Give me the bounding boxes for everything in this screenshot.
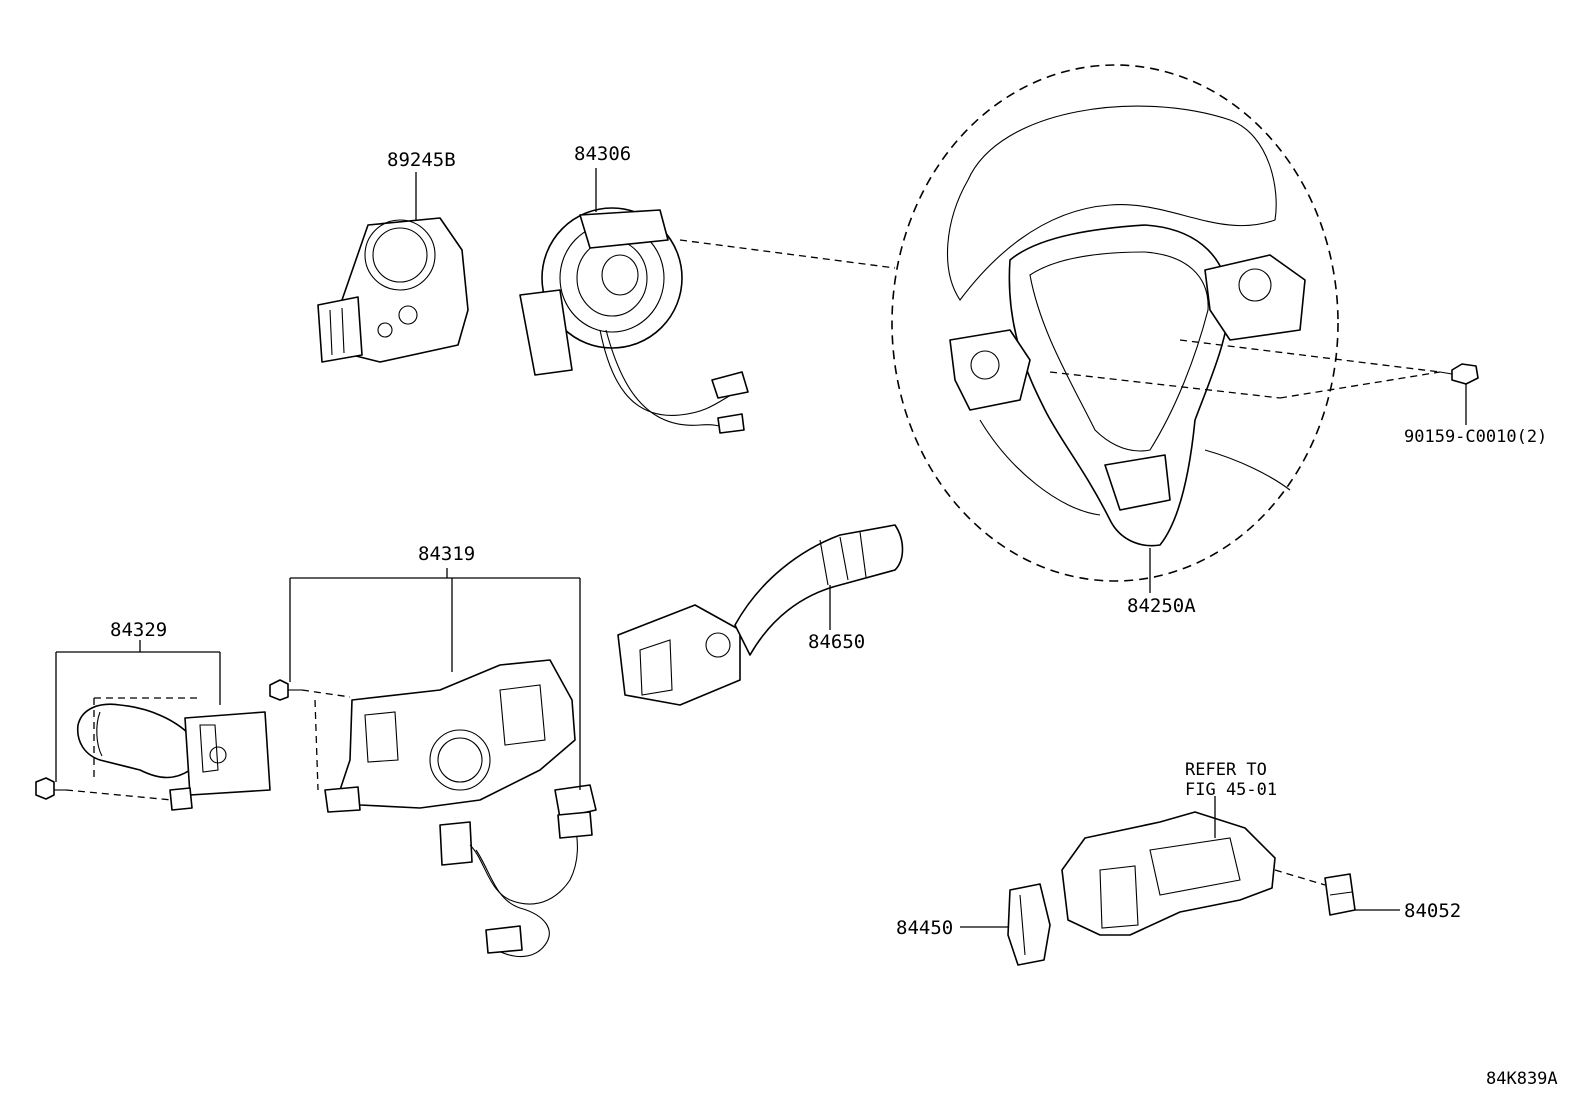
label-90159-C0010: 90159-C0010(2): [1404, 427, 1547, 447]
leader-84329-bracket: [55, 640, 221, 782]
steering-wheel-drawing: [891, 64, 1339, 582]
ignition-switch-84450-drawing: [1007, 883, 1051, 966]
combination-switch-drawing: [324, 659, 597, 958]
spiral-cable-drawing: [519, 207, 749, 434]
label-refer-to: REFER TO: [1185, 760, 1267, 780]
dash-spiral-to-wheel: [679, 239, 896, 269]
dash-switch-left: [314, 699, 319, 791]
dash-bolt-join: [1279, 371, 1441, 399]
label-84319: 84319: [418, 543, 475, 565]
wiper-switch-drawing: [617, 524, 904, 706]
screw-84319-drawing: [269, 679, 302, 701]
label-84306: 84306: [574, 143, 631, 165]
dash-screw-to-turn-switch: [65, 789, 173, 801]
label-84250A: 84250A: [1127, 595, 1196, 617]
steering-column-cover-drawing: [1061, 811, 1276, 936]
dash-screw-to-switch: [301, 689, 351, 698]
bolt-90159-drawing: [1439, 363, 1479, 385]
dash-cover-to-84052: [1274, 869, 1326, 886]
label-84650: 84650: [808, 631, 865, 653]
screw-84329-drawing: [35, 777, 66, 800]
label-84329: 84329: [110, 619, 167, 641]
label-84052: 84052: [1404, 900, 1461, 922]
switch-84052-drawing: [1324, 873, 1356, 916]
figure-id: 84K839A: [1486, 1069, 1558, 1089]
turn-signal-switch-drawing: [76, 703, 271, 811]
dash-wheel-bolt-upper: [1179, 339, 1441, 373]
leader-84319-bracket: [289, 568, 581, 790]
label-fig-reference: FIG 45-01: [1185, 780, 1277, 800]
steering-angle-sensor-drawing: [317, 217, 469, 363]
dash-wheel-bolt-lower: [1049, 371, 1281, 399]
label-89245B: 89245B: [387, 149, 456, 171]
label-84450: 84450: [896, 917, 953, 939]
